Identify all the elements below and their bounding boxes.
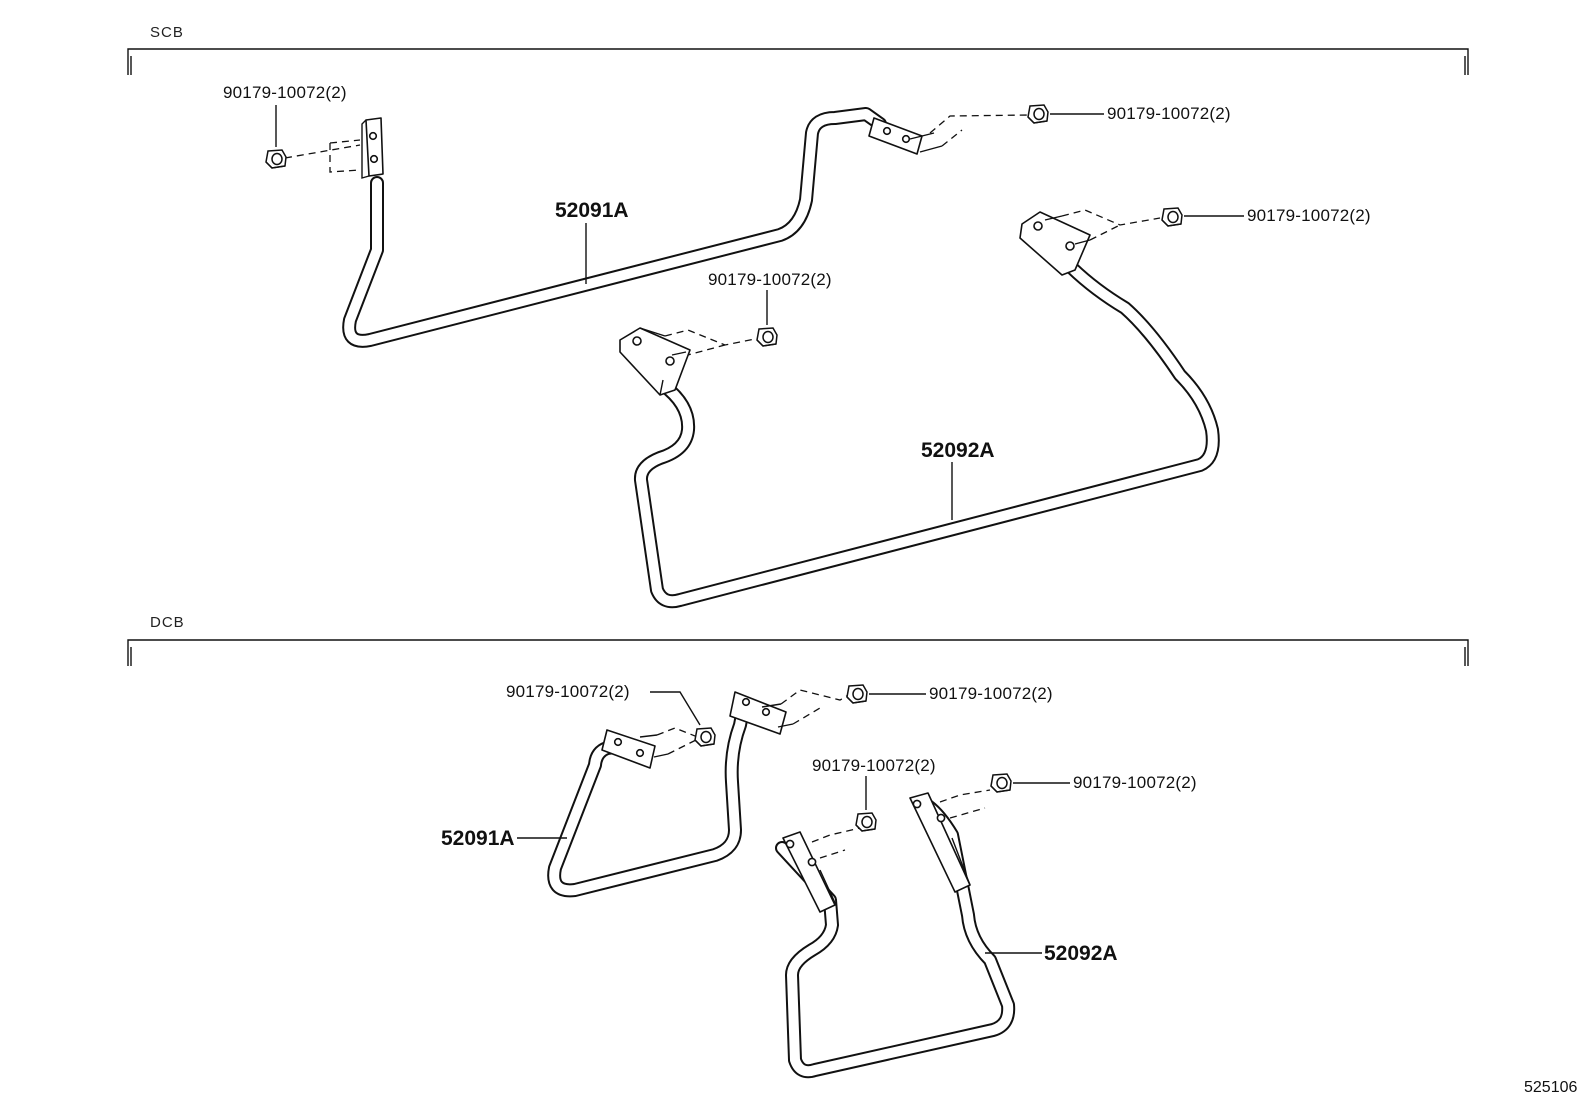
- bracket-icon: [601, 729, 669, 769]
- support-rod-52091a[interactable]: [547, 697, 751, 898]
- part-number-label: 90179-10072(2): [929, 684, 1053, 703]
- part-number-label: 90179-10072(2): [1247, 206, 1371, 225]
- bracket-icon: [868, 117, 943, 155]
- leader-dashed: [780, 689, 851, 725]
- part-number-label: 90179-10072(2): [1107, 104, 1231, 123]
- nut-icon: [1027, 104, 1049, 124]
- section-title-dcb: DCB: [150, 614, 185, 631]
- support-rod-52092a[interactable]: [633, 261, 1220, 609]
- nut-icon: [990, 773, 1012, 793]
- part-number-label: 90179-10072(2): [1073, 773, 1197, 792]
- part-number-label: 90179-10072(2): [708, 270, 832, 289]
- bracket-icon: [361, 117, 384, 179]
- leader-line: [650, 691, 701, 726]
- part-number-label: 90179-10072(2): [506, 682, 630, 701]
- bracket-icon: [619, 327, 691, 396]
- section-frame-dcb: [127, 639, 1469, 666]
- nut-icon: [855, 812, 877, 832]
- support-rod-52091a[interactable]: [342, 107, 887, 348]
- part-number-label: 52092A: [921, 439, 995, 462]
- part-number-label: 52091A: [555, 199, 629, 222]
- bracket-icon: [729, 691, 794, 735]
- leader-dashed: [1061, 209, 1161, 241]
- illustration-number: 525106: [1524, 1079, 1577, 1096]
- bracket-icon: [909, 792, 971, 893]
- nut-icon: [694, 727, 716, 747]
- support-rod-52092a[interactable]: [775, 799, 1016, 1079]
- nut-icon: [265, 149, 287, 169]
- nut-icon: [1161, 207, 1183, 227]
- nut-icon: [846, 684, 868, 704]
- section-dcb: DCB: [127, 614, 1469, 1079]
- nut-icon: [756, 327, 778, 347]
- leader-dashed: [939, 789, 991, 819]
- section-title-scb: SCB: [150, 24, 184, 41]
- section-frame-scb: [127, 48, 1469, 75]
- bracket-icon: [1019, 211, 1091, 276]
- part-number-label: 90179-10072(2): [812, 756, 936, 775]
- section-scb: SCB: [127, 24, 1469, 609]
- part-number-label: 52091A: [441, 827, 515, 850]
- leader-dashed: [929, 114, 1031, 147]
- section-frame-ticks: [130, 56, 1466, 75]
- leader-dashed: [284, 139, 361, 173]
- part-number-label: 52092A: [1044, 942, 1118, 965]
- leader-dashed: [811, 827, 861, 859]
- section-frame-ticks: [130, 647, 1466, 666]
- bracket-icon: [782, 831, 837, 913]
- part-number-label: 90179-10072(2): [223, 83, 347, 102]
